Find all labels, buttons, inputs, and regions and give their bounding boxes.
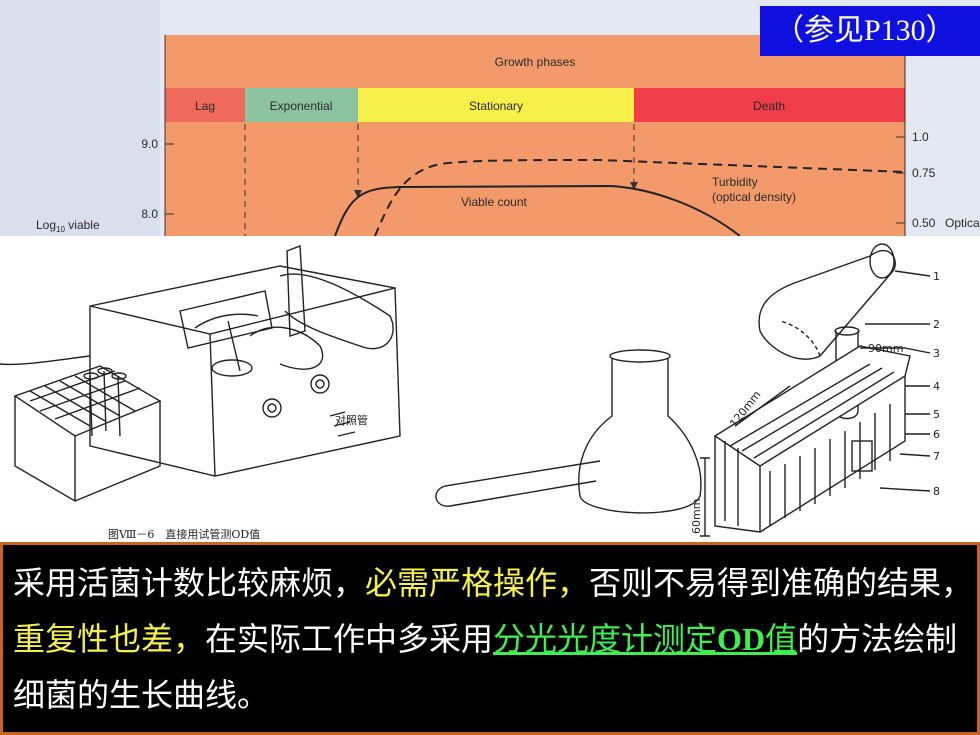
part-number-8: 8 [933, 485, 940, 498]
side-arm-flask-drawing [435, 349, 702, 514]
phase-label-lag: Lag [195, 99, 215, 113]
turbidity-curve [374, 158, 906, 236]
part-number-4: 4 [933, 380, 940, 393]
spectrophotometer-drawing [0, 245, 401, 502]
plot-area [165, 35, 905, 236]
arrow-exponential [354, 190, 362, 198]
explanation-paragraph: 采用活菌计数比较麻烦，必需严格操作，否则不易得到准确的结果， 重复性也差，在实际工… [13, 555, 975, 723]
right-tick-label-050: 0.50 [912, 216, 936, 230]
text-segment-1: 采用活菌计数比较麻烦， [13, 564, 366, 602]
part-number-3: 3 [933, 347, 940, 360]
phase-band-stationary [358, 88, 634, 122]
part-number-2: 2 [933, 318, 940, 331]
spectrophotometer-od-link[interactable]: 分光光度计测定OD值 [493, 620, 798, 658]
arrow-stationary [630, 182, 638, 190]
text-segment-4: 的方法绘制细菌的生长曲线。 [13, 620, 958, 714]
page-margin [0, 0, 160, 236]
control-tube-label: 对照管 [335, 413, 368, 427]
dimension-90mm: 90mm [868, 342, 903, 355]
text-segment-3: 在实际工作中多采用 [205, 620, 494, 658]
dimension-60mm: 60mm [690, 499, 703, 534]
phase-band-death [634, 88, 905, 122]
reference-box: （参见P130） [760, 6, 980, 56]
tube-holder-apparatus-drawing [700, 243, 931, 537]
left-tick-label-8: 8.0 [141, 207, 158, 221]
part-number-1: 1 [933, 270, 940, 283]
part-number-6: 6 [933, 428, 940, 441]
phase-band-exponential [245, 88, 358, 122]
right-axis-label: Optica [945, 216, 980, 230]
text-highlight-reproducibility: 重复性也差， [13, 620, 206, 658]
od-measurement-illustrations: 对照管 图Ⅷ－6 直接用试管测OD值 [0, 236, 980, 542]
left-tick-label-9: 9.0 [141, 137, 158, 151]
viable-count-curve [334, 184, 741, 236]
part-number-7: 7 [933, 450, 940, 463]
text-segment-2: 否则不易得到准确的结果， [589, 564, 974, 602]
text-highlight-strict: 必需严格操作， [365, 564, 590, 602]
illustrations-svg: 对照管 图Ⅷ－6 直接用试管测OD值 [0, 243, 940, 541]
viable-count-label: Viable count [461, 195, 527, 209]
part-number-5: 5 [933, 408, 940, 421]
chart-title: Growth phases [495, 55, 576, 69]
turbidity-label: Turbidity [712, 175, 758, 189]
phase-label-stationary: Stationary [469, 99, 523, 113]
right-tick-label-1: 1.0 [912, 130, 929, 144]
phase-label-exponential: Exponential [270, 99, 333, 113]
left-axis-label: Log10 viable [36, 218, 100, 234]
figure-caption: 图Ⅷ－6 直接用试管测OD值 [108, 527, 260, 541]
optical-density-label: (optical density) [712, 190, 796, 204]
right-tick-label-075: 0.75 [912, 166, 936, 180]
phase-band-lag [165, 88, 245, 122]
phase-label-death: Death [753, 99, 785, 113]
explanation-text-box: 采用活菌计数比较麻烦，必需严格操作，否则不易得到准确的结果， 重复性也差，在实际工… [0, 542, 980, 735]
